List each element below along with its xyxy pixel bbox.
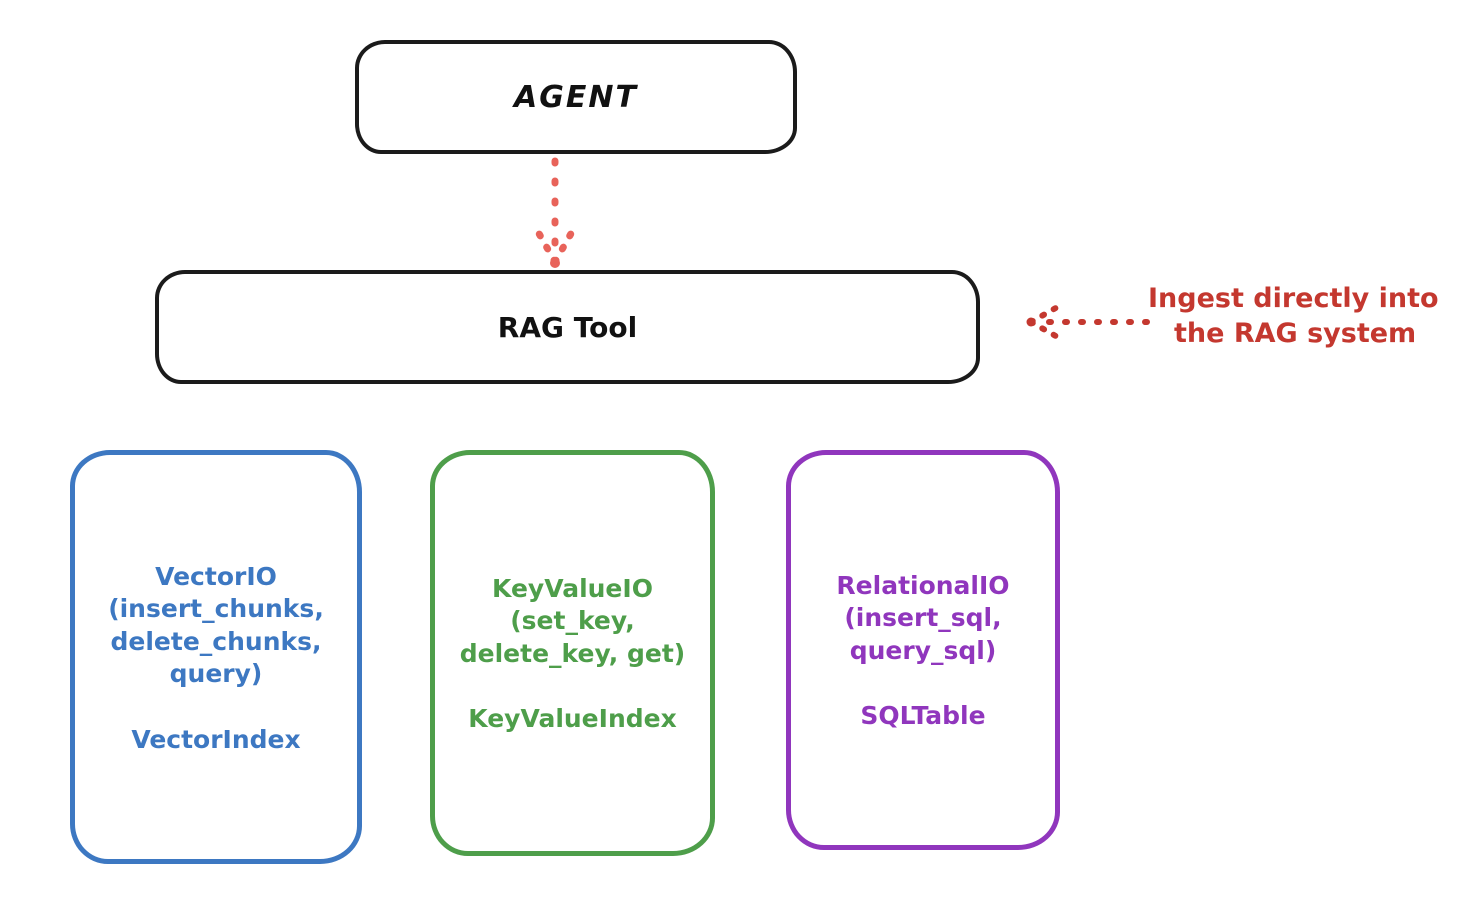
node-agent[interactable]: AGENT: [355, 40, 797, 154]
node-relational-io[interactable]: RelationalIO (insert_sql, query_sql) SQL…: [786, 450, 1060, 850]
key-value-io-line-2: (set_key,: [510, 606, 635, 636]
annotation-ingest-line-1: Ingest directly into: [1148, 283, 1439, 314]
vector-io-line-1: VectorIO: [155, 561, 277, 591]
node-agent-label: AGENT: [514, 79, 638, 115]
node-vector-io[interactable]: VectorIO (insert_chunks, delete_chunks, …: [70, 450, 362, 864]
key-value-io-line-1: KeyValueIO: [492, 573, 653, 603]
vector-io-line-3: delete_chunks,: [110, 626, 322, 656]
key-value-io-index-label: KeyValueIndex: [468, 704, 677, 734]
arrow-ingest-into-rag: [1026, 302, 1150, 342]
vector-io-line-2: (insert_chunks,: [108, 594, 324, 623]
relational-io-line-3: query_sql): [849, 635, 997, 665]
relational-io-index-label: SQLTable: [860, 701, 986, 731]
relational-io-line-1: RelationalIO: [836, 570, 1010, 600]
relational-io-signature: RelationalIO (insert_sql, query_sql): [799, 570, 1047, 668]
node-rag-tool-label: RAG Tool: [497, 310, 638, 344]
vector-io-line-4: query): [169, 659, 263, 688]
arrow-agent-to-rag-tool: [533, 157, 577, 268]
node-rag-tool[interactable]: RAG Tool: [155, 270, 980, 384]
node-key-value-io[interactable]: KeyValueIO (set_key, delete_key, get) Ke…: [430, 450, 715, 856]
vector-io-index-label: VectorIndex: [131, 724, 301, 754]
relational-io-line-2: (insert_sql,: [844, 603, 1002, 633]
key-value-io-line-3: delete_key, get): [459, 638, 686, 668]
key-value-io-signature: KeyValueIO (set_key, delete_key, get): [443, 573, 702, 671]
annotation-ingest-directly: Ingest directly into the RAG system: [1148, 281, 1439, 351]
vector-io-signature: VectorIO (insert_chunks, delete_chunks, …: [83, 561, 349, 691]
annotation-ingest-line-2: the RAG system: [1174, 318, 1417, 350]
